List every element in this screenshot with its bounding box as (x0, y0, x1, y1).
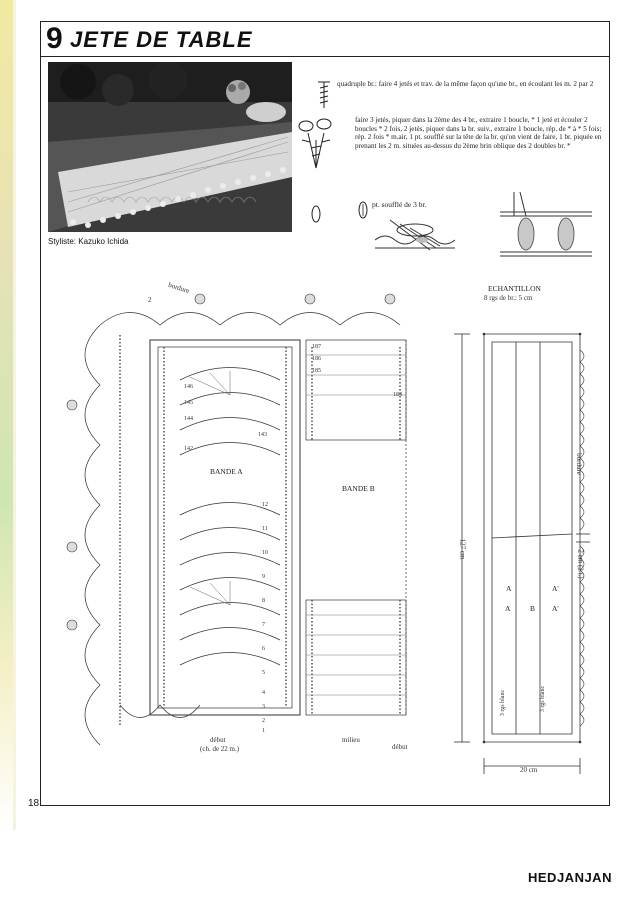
page-title: JETE DE TABLE (70, 27, 253, 52)
chart-step-label: 2 (148, 296, 152, 304)
row-number: 186 (312, 356, 321, 362)
puff-stitch-how-to-icon (374, 219, 456, 251)
row-number: 184 (393, 392, 402, 398)
row-number: 7 (262, 622, 265, 628)
sample-title: ECHANTILLON (488, 284, 541, 293)
row-number: 12 (262, 502, 268, 508)
schematic-a-right-top: A' (552, 584, 559, 593)
schematic-a-left-top: A (506, 584, 512, 593)
middle-label: milieu (342, 736, 360, 744)
schematic-bordure-label: bordure (574, 453, 583, 475)
row-number: 8 (262, 598, 265, 604)
photo-illustration (48, 62, 292, 232)
pattern-number: 9 (46, 22, 63, 55)
start-b-label: début (392, 743, 408, 751)
start-a-label: début (210, 736, 226, 744)
puff-stitch-label: pt. soufflé de 3 br. (372, 200, 427, 209)
row-number: 142 (184, 446, 193, 452)
table-runner-photo (48, 62, 292, 232)
stitch-symbols-icon (298, 81, 332, 223)
schematic-height-label: 127 cm (458, 538, 467, 560)
page-frame (40, 21, 610, 806)
row-number: 3 (262, 704, 265, 710)
row-number: 10 (262, 550, 268, 556)
gauge-label: 8 rgs de br.: 5 cm (484, 294, 533, 302)
puff-stitch-symbol-icon (358, 201, 368, 219)
row-number: 4 (262, 690, 265, 696)
page-edge-color-strip (0, 0, 16, 830)
row-number: 9 (262, 574, 265, 580)
schematic-rows-right: 3 rgs blanc (540, 685, 547, 713)
title-bar: 9 JETE DE TABLE (40, 21, 610, 57)
crochet-chart-diagram (66, 293, 407, 746)
row-number: 5 (262, 670, 265, 676)
row-number: 145 (184, 400, 193, 406)
schematic-a-right: A' (552, 604, 559, 613)
page-number: 18 (28, 798, 40, 809)
schematic-rows-left: 3 rgs blanc (500, 689, 507, 717)
band-b-label: BANDE B (342, 484, 375, 493)
schematic-b-mid: B (530, 604, 536, 613)
photo-credit: Styliste: Kazuko Ichida (48, 237, 129, 246)
puff-stitch-result-icon (500, 192, 592, 257)
shell-instruction: faire 3 jetés, piquer dans la 2ème des 4… (355, 116, 602, 150)
row-number: 2 (262, 718, 265, 724)
band-a-label: BANDE A (210, 467, 243, 476)
schematic-width-label: 20 cm (520, 766, 538, 774)
row-number: 144 (184, 416, 193, 422)
quadruple-instruction: quadruple br.: faire 4 jetés et trav. de… (337, 80, 594, 88)
row-number: 185 (312, 368, 321, 374)
row-number: 187 (312, 344, 321, 350)
row-number: 6 (262, 646, 265, 652)
row-number: 1 (262, 728, 265, 734)
schematic-a-left: A (505, 604, 511, 613)
watermark: HEDJANJAN (528, 870, 612, 885)
row-number: 146 (184, 384, 193, 390)
schematic-border-width-label: 2 cm (2 t.) (576, 549, 585, 579)
start-a-chain-label: (ch. de 22 m.) (200, 745, 240, 753)
row-number: 143 (258, 432, 267, 438)
row-number: 11 (262, 526, 268, 532)
runner-schematic (454, 332, 590, 774)
